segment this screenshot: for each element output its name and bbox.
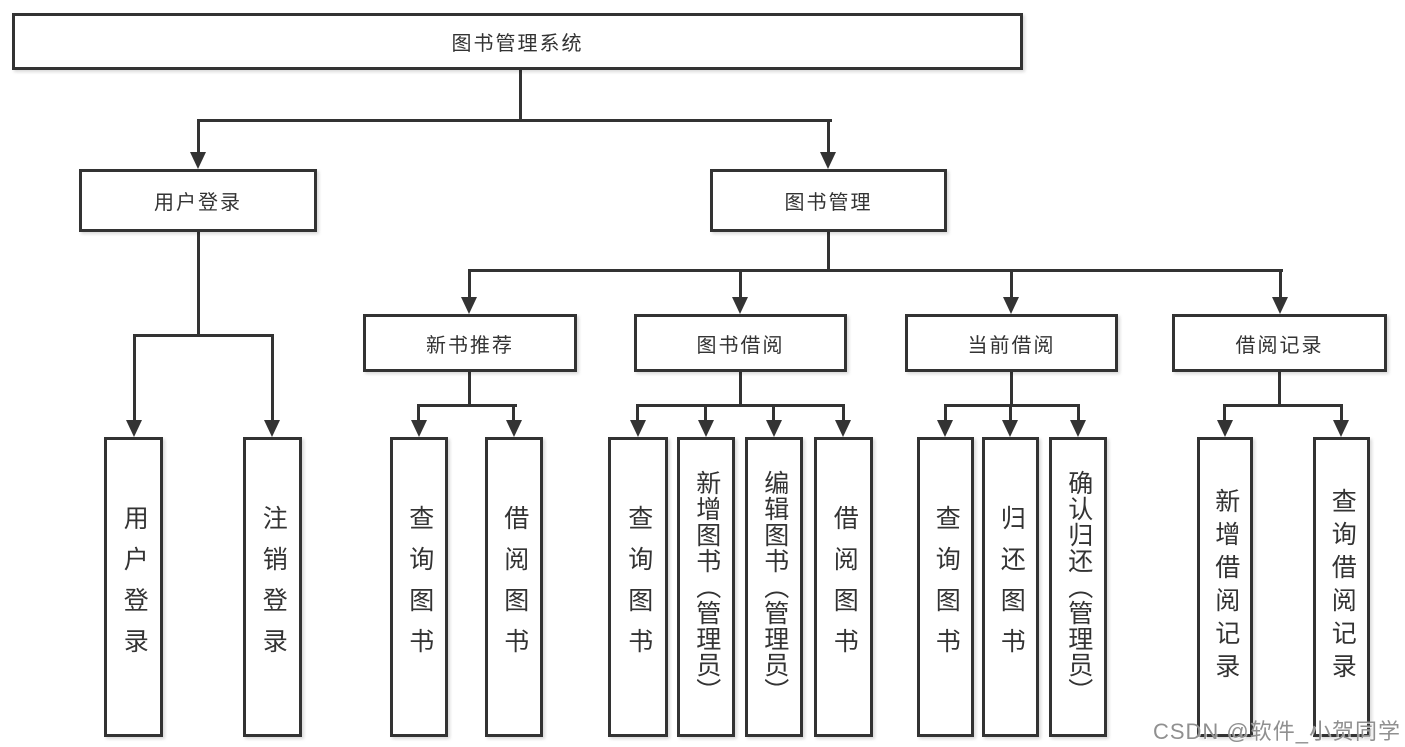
- node-label: 查询图书: [405, 505, 434, 669]
- connector-arrowhead-icon: [835, 420, 851, 437]
- node-label: 用户登录: [154, 192, 242, 214]
- leaf-query-borrow-record: 查询借阅记录: [1313, 437, 1370, 737]
- connector-arrowhead-icon: [698, 420, 714, 437]
- connector-line: [468, 269, 1283, 272]
- connector-line: [512, 404, 515, 422]
- node-label: 借阅图书: [830, 505, 859, 669]
- node-book-borrow: 图书借阅: [634, 314, 847, 372]
- connector-line: [827, 232, 830, 272]
- leaf-add-book-admin: 新增图书（管理员）: [677, 437, 735, 737]
- node-user-login: 用户登录: [79, 169, 317, 232]
- connector-line: [519, 67, 522, 122]
- connector-line: [468, 371, 471, 407]
- connector-arrowhead-icon: [1002, 420, 1018, 437]
- connector-line: [842, 404, 845, 422]
- connector-arrowhead-icon: [461, 297, 477, 314]
- node-label: 查询图书: [932, 505, 961, 669]
- node-label: 新增借阅记录: [1211, 488, 1240, 686]
- connector-line: [1010, 269, 1013, 301]
- connector-line: [468, 269, 471, 301]
- leaf-edit-book-admin: 编辑图书（管理员）: [745, 437, 803, 737]
- connector-line: [1340, 404, 1343, 422]
- node-label: 借阅图书: [500, 505, 529, 669]
- leaf-confirm-return-admin: 确认归还（管理员）: [1049, 437, 1107, 737]
- connector-line: [197, 119, 832, 122]
- connector-line: [772, 404, 775, 422]
- connector-line: [1223, 404, 1226, 422]
- connector-line: [944, 404, 1080, 407]
- node-borrow-records: 借阅记录: [1172, 314, 1387, 372]
- connector-arrowhead-icon: [1070, 420, 1086, 437]
- node-label: 归还图书: [997, 505, 1026, 669]
- connector-arrowhead-icon: [1333, 420, 1349, 437]
- connector-line: [636, 404, 639, 422]
- node-label: 编辑图书（管理员）: [760, 470, 789, 704]
- connector-arrowhead-icon: [1272, 297, 1288, 314]
- connector-line: [1010, 371, 1013, 407]
- node-label: 查询借阅记录: [1328, 488, 1357, 686]
- connector-arrowhead-icon: [411, 420, 427, 437]
- node-label: 借阅记录: [1235, 334, 1324, 357]
- connector-arrowhead-icon: [264, 420, 280, 437]
- node-current-borrow: 当前借阅: [905, 314, 1118, 372]
- connector-arrowhead-icon: [630, 420, 646, 437]
- connector-line: [197, 119, 200, 155]
- leaf-borrow-books: 借阅图书: [814, 437, 873, 737]
- connector-arrowhead-icon: [732, 297, 748, 314]
- leaf-query-books-recommend: 查询图书: [390, 437, 448, 737]
- node-library-system: 图书管理系统: [12, 13, 1023, 70]
- node-book-management: 图书管理: [710, 169, 947, 232]
- watermark: CSDN @软件_小贺同学: [1152, 719, 1401, 744]
- node-label: 用户登录: [120, 505, 149, 669]
- node-label: 图书管理: [784, 192, 873, 214]
- connector-line: [1009, 404, 1012, 422]
- connector-arrowhead-icon: [1217, 420, 1233, 437]
- connector-line: [944, 404, 947, 422]
- node-label: 图书管理系统: [451, 33, 584, 55]
- node-label: 注销登录: [259, 505, 288, 669]
- connector-line: [1223, 404, 1343, 407]
- leaf-query-books-current: 查询图书: [917, 437, 974, 737]
- leaf-logout: 注销登录: [243, 437, 302, 737]
- leaf-user-login: 用户登录: [104, 437, 163, 737]
- node-label: 新书推荐: [426, 334, 514, 357]
- node-new-book-recommend: 新书推荐: [363, 314, 577, 372]
- connector-line: [133, 334, 136, 422]
- connector-line: [417, 404, 420, 422]
- connector-arrowhead-icon: [126, 420, 142, 437]
- connector-line: [636, 404, 845, 407]
- leaf-borrow-books-recommend: 借阅图书: [485, 437, 543, 737]
- leaf-add-borrow-record: 新增借阅记录: [1197, 437, 1253, 737]
- connector-arrowhead-icon: [506, 420, 522, 437]
- node-label: 新增图书（管理员）: [692, 470, 721, 704]
- connector-line: [704, 404, 707, 422]
- connector-line: [133, 334, 274, 337]
- connector-line: [1279, 269, 1282, 301]
- connector-line: [1077, 404, 1080, 422]
- connector-line: [1278, 371, 1281, 407]
- connector-line: [271, 334, 274, 422]
- connector-line: [197, 232, 200, 337]
- connector-arrowhead-icon: [766, 420, 782, 437]
- connector-line: [827, 119, 830, 155]
- leaf-query-books-borrow: 查询图书: [608, 437, 668, 737]
- connector-arrowhead-icon: [1003, 297, 1019, 314]
- leaf-return-book: 归还图书: [982, 437, 1039, 737]
- node-label: 确认归还（管理员）: [1064, 470, 1093, 704]
- node-label: 图书借阅: [696, 334, 785, 357]
- node-label: 查询图书: [624, 505, 653, 669]
- connector-arrowhead-icon: [937, 420, 953, 437]
- node-label: 当前借阅: [967, 334, 1056, 357]
- connector-line: [739, 269, 742, 301]
- connector-line: [417, 404, 517, 407]
- connector-line: [739, 371, 742, 407]
- connector-arrowhead-icon: [190, 152, 206, 169]
- connector-arrowhead-icon: [820, 152, 836, 169]
